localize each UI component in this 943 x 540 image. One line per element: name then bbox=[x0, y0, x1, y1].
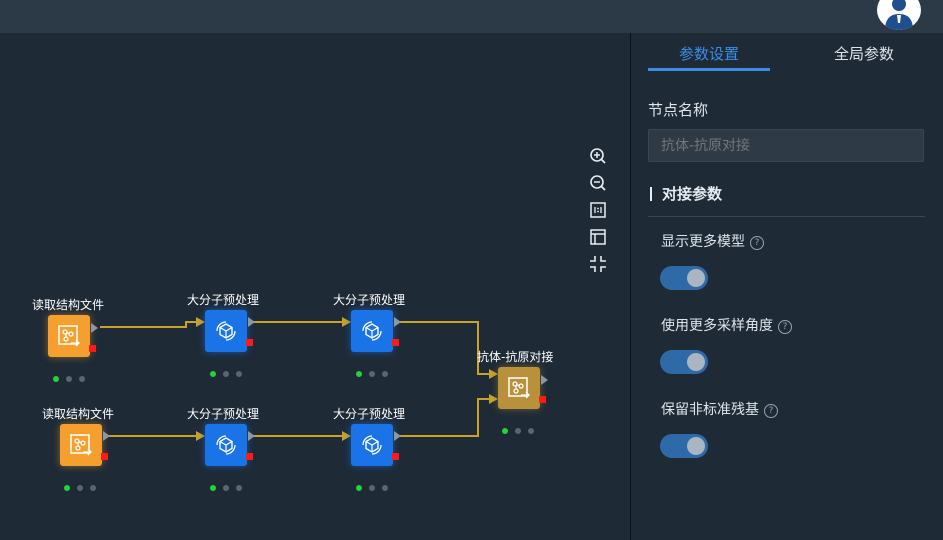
error-port bbox=[392, 339, 399, 346]
output-port[interactable] bbox=[394, 317, 401, 327]
actual-size-icon[interactable] bbox=[588, 200, 608, 220]
status-dots bbox=[64, 476, 103, 495]
molecule-process-icon bbox=[216, 435, 236, 455]
node-macromolecule-preprocess[interactable] bbox=[205, 310, 247, 352]
output-port[interactable] bbox=[248, 317, 255, 327]
workflow-edges bbox=[100, 317, 498, 441]
arrow-head bbox=[196, 431, 205, 441]
node-label: 抗体-抗原对接 bbox=[477, 350, 554, 364]
help-icon[interactable]: ? bbox=[750, 236, 764, 250]
arrow-head bbox=[489, 394, 498, 404]
section-divider bbox=[648, 216, 925, 217]
arrow-head bbox=[196, 317, 205, 327]
error-port bbox=[246, 453, 253, 460]
edge-read1-pre1 bbox=[100, 321, 200, 328]
option-label-show-more-models: 显示更多模型? bbox=[661, 231, 764, 251]
toggle-show-more-models[interactable] bbox=[660, 266, 708, 290]
toggle-knob bbox=[687, 269, 705, 287]
status-dots bbox=[53, 367, 92, 386]
status-dots bbox=[502, 419, 541, 438]
molecule-process-icon bbox=[216, 321, 236, 341]
help-icon[interactable]: ? bbox=[764, 404, 778, 418]
node-label: 大分子预处理 bbox=[333, 293, 406, 307]
node-name-label: 节点名称 bbox=[648, 101, 709, 119]
error-port bbox=[89, 345, 96, 352]
structure-file-icon bbox=[70, 434, 92, 456]
top-bar bbox=[0, 0, 943, 33]
output-port[interactable] bbox=[248, 431, 255, 441]
toggle-more-sampling-angles[interactable] bbox=[660, 350, 708, 374]
error-port bbox=[101, 453, 108, 460]
node-label: 大分子预处理 bbox=[333, 407, 406, 421]
status-dots bbox=[356, 476, 395, 495]
status-dots bbox=[356, 362, 395, 381]
error-port bbox=[539, 396, 546, 403]
tab-global-parameters[interactable]: 全局参数 bbox=[834, 45, 895, 63]
tab-parameter-settings[interactable]: 参数设置 bbox=[679, 45, 740, 63]
output-port[interactable] bbox=[541, 375, 548, 385]
node-label: 读取结构文件 bbox=[42, 407, 115, 421]
edge-pre4-dock bbox=[396, 398, 493, 437]
edge-pre2-dock bbox=[396, 321, 493, 375]
active-tab-indicator bbox=[648, 68, 770, 71]
workflow-canvas[interactable]: 读取结构文件 大分子预处理 大分子预处理 抗体-抗原对接 读取结构文件 大分子预… bbox=[0, 33, 630, 540]
node-label: 大分子预处理 bbox=[187, 293, 260, 307]
arrow-head bbox=[342, 317, 351, 327]
node-macromolecule-preprocess[interactable] bbox=[351, 310, 393, 352]
structure-file-icon bbox=[58, 325, 80, 347]
output-port[interactable] bbox=[103, 431, 110, 441]
molecule-process-icon bbox=[362, 435, 382, 455]
arrow-head bbox=[489, 369, 498, 379]
collapse-icon[interactable] bbox=[588, 254, 608, 274]
node-macromolecule-preprocess[interactable] bbox=[351, 424, 393, 466]
node-name-input[interactable] bbox=[648, 129, 924, 162]
toggle-knob bbox=[687, 353, 705, 371]
fit-layout-icon[interactable] bbox=[588, 227, 608, 247]
properties-panel: 参数设置 全局参数 节点名称 对接参数 显示更多模型? 使用更多采样角度? 保留… bbox=[631, 33, 943, 540]
status-dots bbox=[210, 362, 249, 381]
zoom-out-icon[interactable] bbox=[588, 173, 608, 193]
toggle-knob bbox=[687, 437, 705, 455]
output-port[interactable] bbox=[394, 431, 401, 441]
user-avatar-icon[interactable] bbox=[877, 0, 921, 30]
node-label: 读取结构文件 bbox=[32, 298, 105, 312]
help-icon[interactable]: ? bbox=[778, 320, 792, 334]
node-read-structure-file[interactable] bbox=[48, 315, 90, 357]
output-port[interactable] bbox=[91, 323, 98, 333]
node-label: 大分子预处理 bbox=[187, 407, 260, 421]
docking-icon bbox=[508, 377, 530, 399]
panel-divider bbox=[630, 33, 631, 540]
error-port bbox=[392, 453, 399, 460]
node-macromolecule-preprocess[interactable] bbox=[205, 424, 247, 466]
node-read-structure-file[interactable] bbox=[60, 424, 102, 466]
option-label-keep-nonstandard-residues: 保留非标准残基? bbox=[661, 399, 778, 419]
molecule-process-icon bbox=[362, 321, 382, 341]
section-title: 对接参数 bbox=[662, 185, 723, 203]
toggle-keep-nonstandard-residues[interactable] bbox=[660, 434, 708, 458]
status-dots bbox=[210, 476, 249, 495]
section-marker bbox=[650, 187, 652, 201]
node-antibody-antigen-docking[interactable] bbox=[498, 367, 540, 409]
zoom-in-icon[interactable] bbox=[588, 146, 608, 166]
error-port bbox=[246, 339, 253, 346]
arrow-head bbox=[342, 431, 351, 441]
option-label-more-sampling-angles: 使用更多采样角度? bbox=[661, 315, 792, 335]
